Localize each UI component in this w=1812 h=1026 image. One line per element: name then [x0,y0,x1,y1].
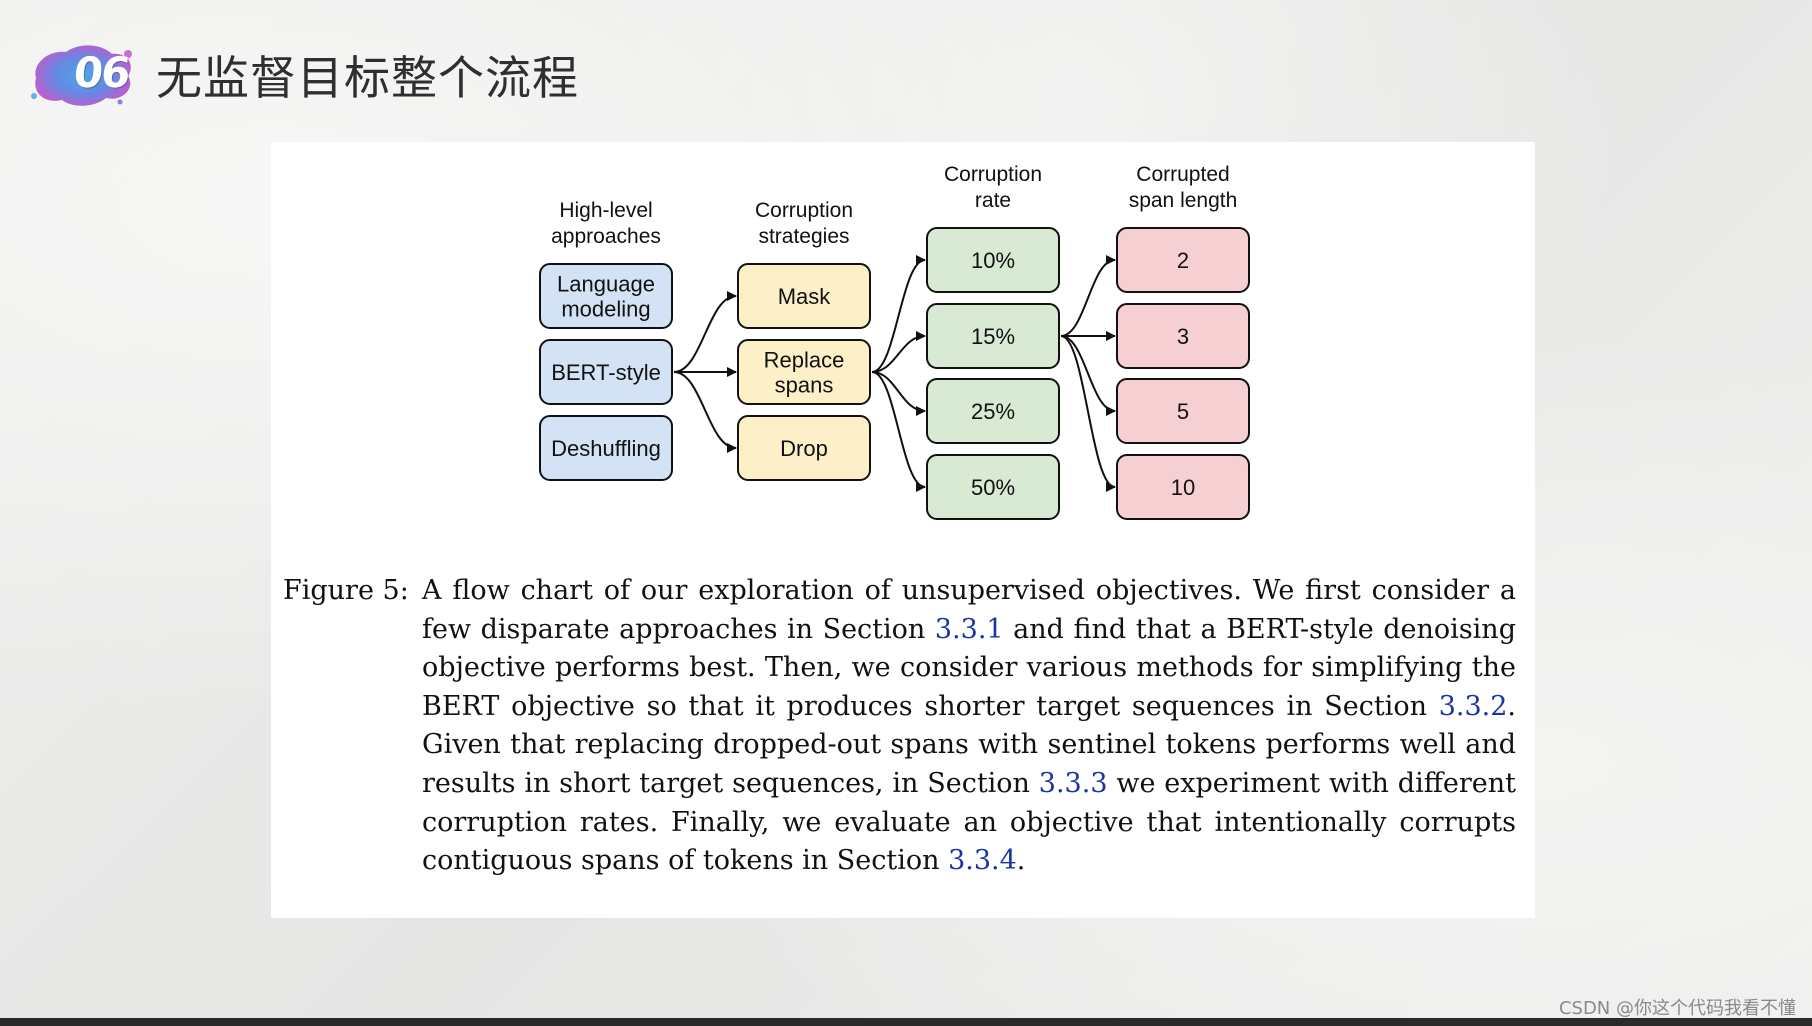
caption-line: corruption rates. Finally, we evaluate a… [422,804,1516,843]
node-box [1116,303,1250,369]
caption-text-segment: . [1016,845,1026,877]
column-header-1-line-1: strategies [758,225,849,248]
node-label: Language [557,272,655,297]
node-label: 25% [971,399,1015,424]
caption-text-segment: contiguous spans of tokens in Section [422,845,949,877]
node-box [926,378,1060,444]
node-box [539,415,673,481]
node-label: 10 [1171,475,1195,500]
node-label: modeling [561,297,650,322]
edge-bert-style-to-mask [673,291,737,373]
node-box [1116,454,1250,520]
node-label: Replace [764,348,845,373]
node-box [737,415,871,481]
column-header-3-line-0: Corrupted [1136,163,1229,186]
column-headers-layer: High-level approaches Corruption strategies… [551,163,1237,248]
node-box [1116,227,1250,293]
node-label: 2 [1177,248,1189,273]
node-3: 3 [1116,303,1250,369]
node-15pct: 15% [926,303,1060,369]
node-label: 15% [971,324,1015,349]
node-10: 10 [1116,454,1250,520]
node-label: 50% [971,475,1015,500]
edges-layer [673,255,1116,492]
caption-text-segment: BERT objective so that it produces short… [422,690,1439,722]
node-label: 5 [1177,399,1189,424]
node-5: 5 [1116,378,1250,444]
bottom-border [0,1018,1812,1026]
column-header-2-line-0: Corruption [944,163,1042,186]
node-25pct: 25% [926,378,1060,444]
caption-text-segment: A flow chart of our exploration of unsup… [422,575,1516,606]
caption-line: contiguous spans of tokens in Section 3.… [422,842,1516,881]
section-reference-link[interactable]: 3.3.1 [934,613,1004,645]
node-bert-style: BERT-style [539,339,673,405]
node-box [1116,378,1250,444]
node-10pct: 10% [926,227,1060,293]
watermark: CSDN @你这个代码我看不懂 [1558,998,1796,1019]
caption-text: A flow chart of our exploration of unsup… [422,572,1516,881]
node-box [737,339,871,405]
edge-replace-spans-to-15pct [871,331,926,373]
node-label: spans [775,373,834,398]
column-header-0-line-0: High-level [559,199,652,222]
node-mask: Mask [737,263,871,329]
caption-text-segment: . [1507,690,1516,722]
section-number-badge: 06 [28,38,138,110]
column-header-0-line-1: approaches [551,225,661,248]
node-2: 2 [1116,227,1250,293]
node-deshuffling: Deshuffling [539,415,673,481]
caption-text-segment: few disparate approaches in Section [422,613,935,645]
caption-text-segment: results in short target sequences, in Se… [422,767,1039,799]
column-header-3-line-1: span length [1129,189,1238,212]
caption-line: few disparate approaches in Section 3.3.… [422,611,1516,650]
caption-text-segment: corruption rates. Finally, we evaluate a… [422,806,1516,838]
node-label: 3 [1177,324,1189,349]
caption-line: A flow chart of our exploration of unsup… [422,572,1516,611]
caption-text-segment: we experiment with different [1107,767,1516,799]
caption-line: results in short target sequences, in Se… [422,765,1516,804]
caption-label: Figure 5: [283,575,409,606]
caption-line: Given that replacing dropped-out spans w… [422,726,1516,765]
node-label: BERT-style [551,360,661,385]
node-drop: Drop [737,415,871,481]
column-header-1-line-0: Corruption [755,199,853,222]
edge-15pct-to-10 [1060,335,1116,492]
edge-15pct-to-2 [1060,255,1116,337]
edge-replace-spans-to-50pct [871,371,926,492]
node-box [737,263,871,329]
edge-15pct-to-5 [1060,335,1116,416]
node-box [926,303,1060,369]
page-title: 无监督目标整个流程 [156,51,579,105]
node-label: Deshuffling [551,436,661,461]
node-box [926,227,1060,293]
edge-replace-spans-to-10pct [871,255,926,373]
node-label: Mask [778,284,832,309]
section-reference-link[interactable]: 3.3.2 [1438,690,1508,722]
caption-text-segment: Given that replacing dropped-out spans w… [422,729,1516,761]
caption-text-segment: objective performs best. Then, we consid… [422,652,1516,684]
node-label: Drop [780,436,828,461]
section-reference-link[interactable]: 3.3.4 [948,845,1017,877]
column-header-2-line-1: rate [975,189,1011,212]
ink-splash-icon [31,45,132,106]
node-box [926,454,1060,520]
edge-bert-style-to-drop [673,371,737,453]
caption-line: objective performs best. Then, we consid… [422,649,1516,688]
caption-line: BERT objective so that it produces short… [422,688,1516,727]
caption-text-segment: and find that a BERT-style denoising [1003,613,1516,645]
node-50pct: 50% [926,454,1060,520]
edge-replace-spans-to-25pct [871,371,926,416]
node-box [539,339,673,405]
section-number: 06 [71,48,132,97]
node-box [539,263,673,329]
node-label: 10% [971,248,1015,273]
section-reference-link[interactable]: 3.3.3 [1038,767,1108,799]
